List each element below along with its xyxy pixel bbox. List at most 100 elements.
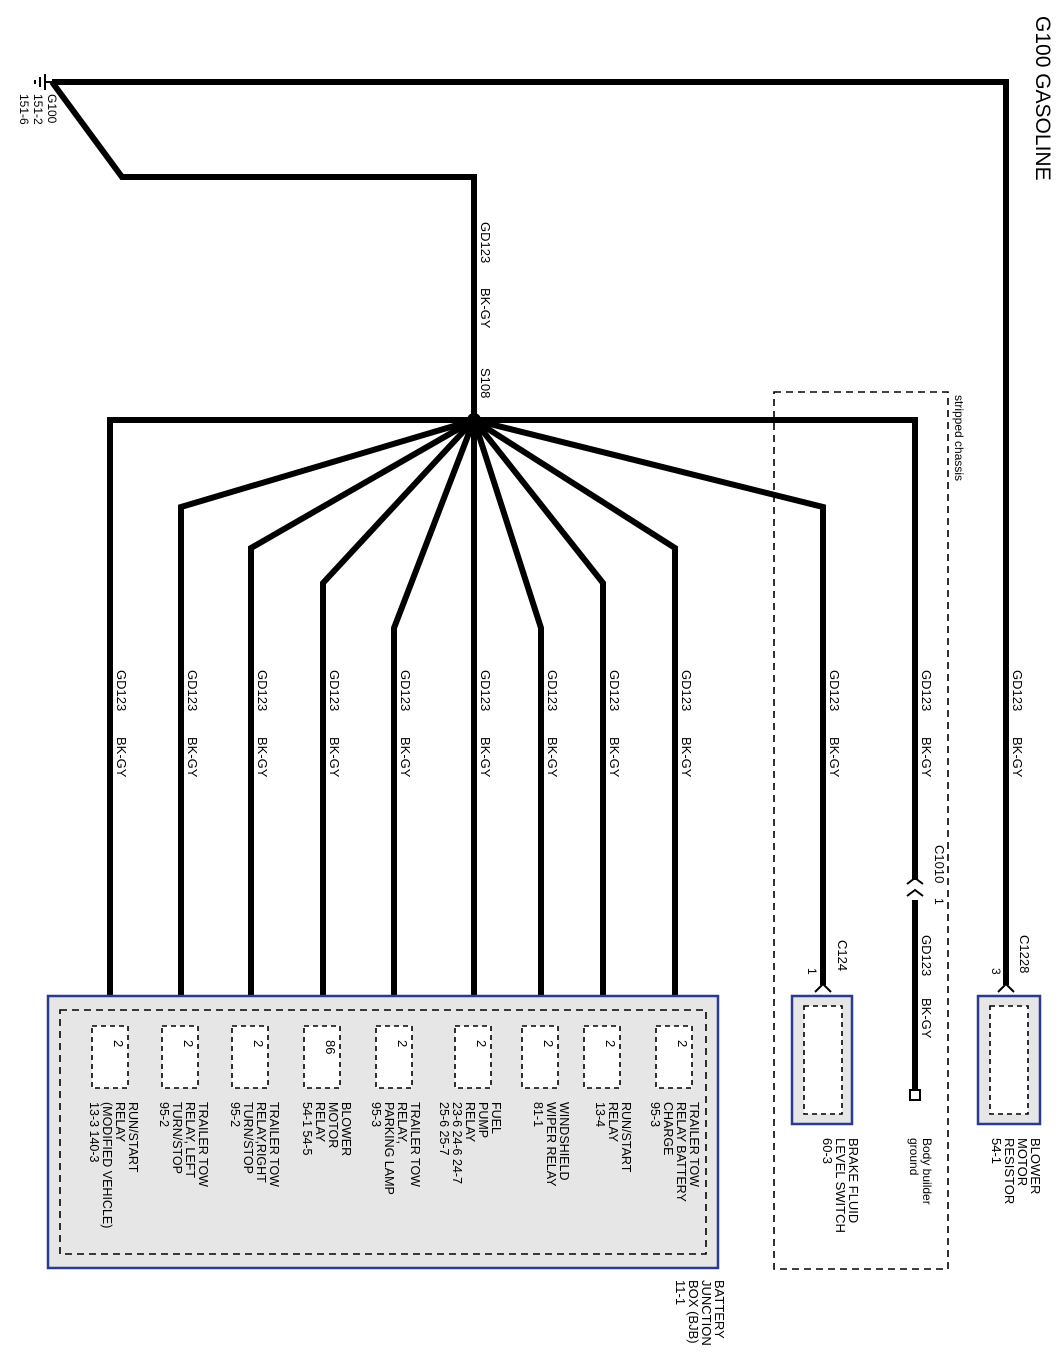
svg-text:PUMP: PUMP	[476, 1102, 490, 1138]
svg-text:LEVEL SWITCH: LEVEL SWITCH	[833, 1138, 848, 1233]
svg-text:23-6 24-6 24-7: 23-6 24-6 24-7	[450, 1102, 464, 1184]
brake-branch-circuit: GD123	[827, 670, 842, 711]
c1228-label: C1228	[1017, 935, 1032, 973]
branch-circuit: GD123	[478, 670, 493, 711]
svg-text:2: 2	[603, 1040, 618, 1047]
c1228-connector-icon	[997, 982, 1015, 993]
svg-text:WINDSHIELD: WINDSHIELD	[557, 1102, 571, 1180]
svg-text:TRAILER TOW: TRAILER TOW	[267, 1102, 281, 1187]
body-branch-color: BK-GY	[919, 737, 934, 778]
svg-text:PARKING LAMP: PARKING LAMP	[382, 1102, 396, 1195]
ground-symbol-icon	[34, 74, 52, 90]
svg-text:MOTOR: MOTOR	[1015, 1138, 1030, 1186]
ground-wire-to-splice	[49, 80, 477, 420]
svg-text:MOTOR: MOTOR	[326, 1102, 340, 1148]
branch-circuit: GD123	[327, 670, 342, 711]
splice-label: S108	[478, 368, 493, 398]
body-builder-line-2: ground	[907, 1138, 921, 1175]
branch-color: BK-GY	[679, 737, 694, 778]
svg-text:2: 2	[251, 1040, 266, 1047]
branch-color: BK-GY	[114, 737, 129, 778]
branch-color: BK-GY	[545, 737, 560, 778]
svg-text:54-1: 54-1	[989, 1138, 1004, 1164]
svg-text:(MODIFIED VEHICLE): (MODIFIED VEHICLE)	[100, 1102, 114, 1228]
svg-text:95-3: 95-3	[369, 1102, 383, 1127]
bjb-pins	[91, 1025, 693, 1089]
svg-text:BLOWER: BLOWER	[1028, 1138, 1043, 1194]
branch-wires	[107, 417, 918, 1090]
svg-text:WIPER RELAY: WIPER RELAY	[544, 1102, 558, 1187]
svg-text:25-6 25-7: 25-6 25-7	[437, 1102, 451, 1156]
stripped-chassis-label: stripped chassis	[952, 395, 966, 481]
branch-color: BK-GY	[607, 737, 622, 778]
svg-text:TURN/STOP: TURN/STOP	[241, 1102, 255, 1174]
svg-text:RUN/START: RUN/START	[126, 1102, 140, 1173]
svg-text:RELAY,RIGHT: RELAY,RIGHT	[254, 1102, 268, 1183]
svg-text:RELAY,: RELAY,	[395, 1102, 409, 1144]
ground-ref-1: 151-2	[31, 94, 45, 125]
stripped-chassis-region	[773, 391, 949, 1270]
blower-branch-color: BK-GY	[1010, 737, 1025, 778]
body-branch-circuit: GD123	[919, 670, 934, 711]
c1228-pin: 3	[989, 968, 1003, 975]
svg-text:11-1: 11-1	[673, 1280, 688, 1305]
svg-text:BOX (BJB): BOX (BJB)	[686, 1280, 701, 1344]
c1010-label: C1010	[932, 845, 947, 883]
svg-text:TRAILER TOW: TRAILER TOW	[408, 1102, 422, 1187]
svg-text:JUNCTION: JUNCTION	[699, 1280, 714, 1346]
branch-circuit: GD123	[398, 670, 413, 711]
brake-switch-label: BRAKE FLUID LEVEL SWITCH 60-3	[820, 1138, 861, 1233]
body-branch-circuit-2: GD123	[919, 935, 934, 976]
body-builder-terminal	[909, 1089, 921, 1101]
main-wire-circuit: GD123	[478, 222, 493, 263]
svg-text:TURN/STOP: TURN/STOP	[170, 1102, 184, 1174]
branch-color: BK-GY	[327, 737, 342, 778]
svg-text:RELAY, LEFT: RELAY, LEFT	[183, 1102, 197, 1178]
svg-text:RELAY: RELAY	[606, 1102, 620, 1143]
branch-labels: GD123 BK-GY GD123 BK-GY GD123 BK-GY GD12…	[114, 670, 1025, 1039]
svg-text:95-3: 95-3	[648, 1102, 662, 1127]
svg-text:13-4: 13-4	[593, 1102, 607, 1127]
svg-text:RELAY: RELAY	[113, 1102, 127, 1143]
svg-text:2: 2	[395, 1040, 410, 1047]
svg-text:BATTERY: BATTERY	[712, 1280, 727, 1339]
bjb-device-labels: TRAILER TOW RELAY BATTERY CHARGE 95-3 RU…	[87, 1102, 701, 1228]
body-branch-color-2: BK-GY	[919, 998, 934, 1039]
branch-circuit: GD123	[114, 670, 129, 711]
branch-circuit: GD123	[185, 670, 200, 711]
svg-text:60-3: 60-3	[820, 1138, 835, 1164]
branch-circuit: GD123	[679, 670, 694, 711]
svg-text:RELAY: RELAY	[463, 1102, 477, 1143]
svg-text:CHARGE: CHARGE	[661, 1102, 675, 1155]
branch-circuit: GD123	[255, 670, 270, 711]
bjb-label: BATTERY JUNCTION BOX (BJB) 11-1	[673, 1280, 727, 1346]
main-wire-color: BK-GY	[478, 288, 493, 329]
branch-circuit: GD123	[607, 670, 622, 711]
svg-text:2: 2	[474, 1040, 489, 1047]
blower-branch-circuit: GD123	[1010, 670, 1025, 711]
ground-ref-2: 151-6	[17, 94, 31, 125]
diagram-title: G100 GASOLINE	[1031, 16, 1054, 181]
svg-text:FUEL: FUEL	[489, 1102, 503, 1134]
branch-color: BK-GY	[398, 737, 413, 778]
svg-text:TRAILER TOW: TRAILER TOW	[196, 1102, 210, 1187]
svg-text:BLOWER: BLOWER	[339, 1102, 353, 1156]
c1010-pin: 1	[932, 898, 946, 905]
branch-color: BK-GY	[255, 737, 270, 778]
svg-text:86: 86	[323, 1040, 338, 1054]
svg-text:RESISTOR: RESISTOR	[1002, 1138, 1017, 1204]
branch-color: BK-GY	[185, 737, 200, 778]
svg-text:2: 2	[181, 1040, 196, 1047]
svg-text:54-1 54-5: 54-1 54-5	[300, 1102, 314, 1156]
svg-text:2: 2	[675, 1040, 690, 1047]
svg-text:81-1: 81-1	[531, 1102, 545, 1127]
c124-connector-icon	[814, 982, 832, 993]
svg-text:2: 2	[541, 1040, 556, 1047]
bjb-pin-numbers: 2 2 2 86 2 2 2 2 2	[111, 1040, 690, 1054]
svg-text:RUN/START: RUN/START	[619, 1102, 633, 1173]
svg-text:13-3 140-3: 13-3 140-3	[87, 1102, 101, 1163]
body-builder-line-1: Body builder	[920, 1138, 934, 1205]
svg-text:TRAILER TOW: TRAILER TOW	[687, 1102, 701, 1187]
c124-label: C124	[835, 940, 850, 971]
